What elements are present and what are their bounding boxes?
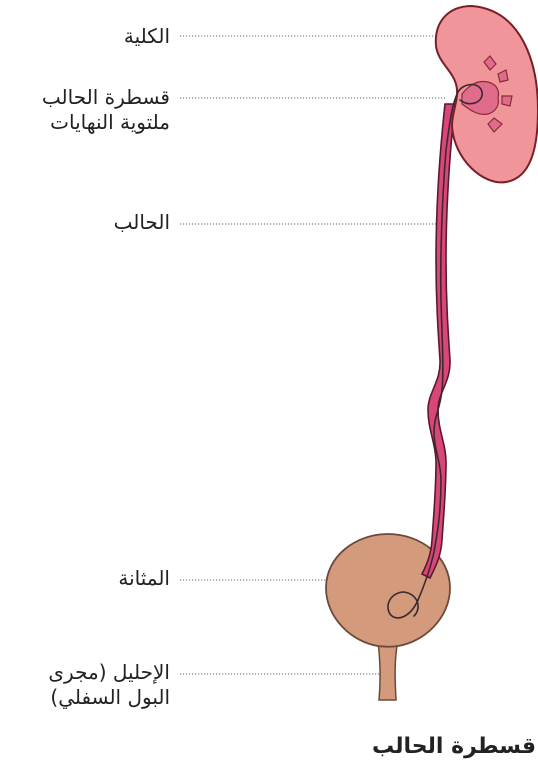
urethra-label-line1: الإحليل (مجرى (48, 660, 170, 685)
stent-label: قسطرة الحالب ملتوية النهايات (42, 85, 170, 135)
urethra-shape (378, 640, 398, 700)
urethra-label-line2: البول السفلي) (48, 685, 170, 710)
stent-label-line2: ملتوية النهايات (42, 110, 170, 135)
ureter-label: الحالب (114, 210, 170, 235)
stent-label-line1: قسطرة الحالب (42, 85, 170, 110)
bladder-label: المثانة (118, 566, 170, 591)
ureter-shape (422, 104, 455, 578)
diagram-caption: قسطرة الحالب (372, 734, 536, 759)
kidney-label: الكلية (124, 24, 170, 49)
urethra-label: الإحليل (مجرى البول السفلي) (48, 660, 170, 710)
